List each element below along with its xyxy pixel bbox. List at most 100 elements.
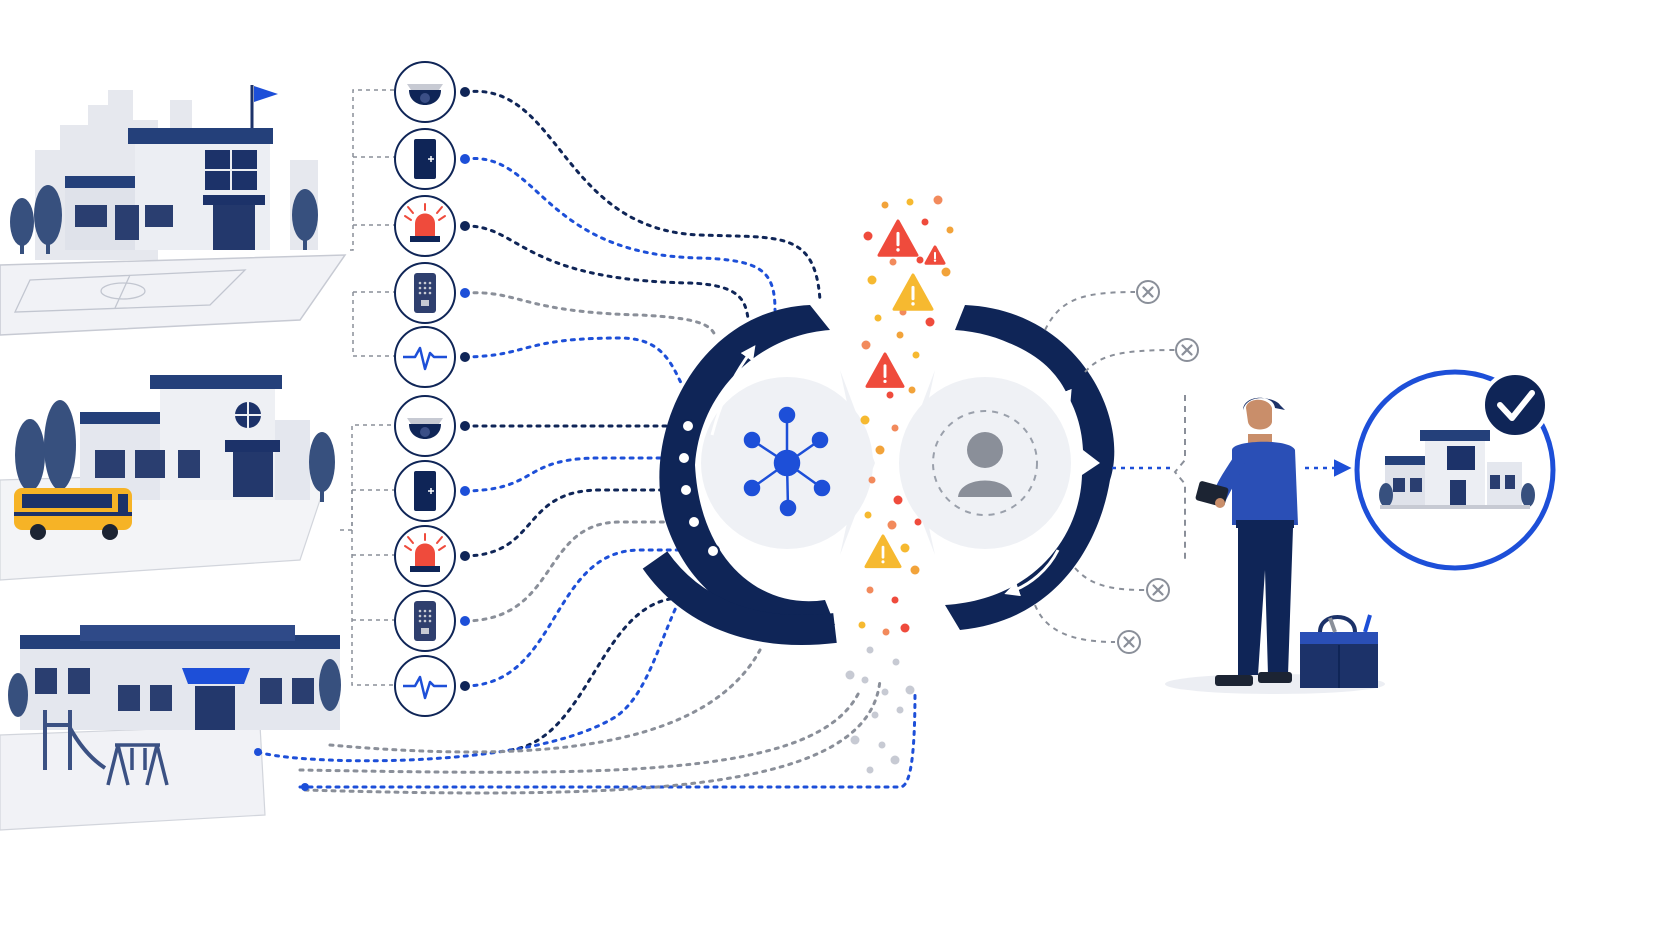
- noise-dot: [900, 543, 910, 553]
- noise-dot: [914, 518, 922, 526]
- court-lines: [13, 269, 247, 313]
- noise-dot: [941, 267, 951, 277]
- rejected-output-lines: [1034, 291, 1176, 643]
- intercom-panel-icon: [414, 601, 436, 641]
- device-port-dot: [460, 421, 470, 431]
- close-icon: [1117, 630, 1141, 654]
- network-hub-icon: [743, 406, 831, 517]
- noise-dot: [866, 646, 874, 654]
- flag-icon: [254, 86, 278, 102]
- close-icon: [1136, 280, 1160, 304]
- door-access-icon: [414, 139, 436, 179]
- device-port-dot: [460, 87, 470, 97]
- warning-icon: [924, 245, 946, 265]
- gap-warnings: [864, 219, 946, 569]
- noise-dot: [858, 621, 866, 629]
- sensor-pulse-icon: [403, 346, 447, 371]
- noise-dot: [866, 586, 874, 594]
- noise-dot: [908, 386, 916, 394]
- trees: [10, 185, 318, 254]
- basketball-court: [0, 254, 347, 336]
- noise-dot: [921, 218, 929, 226]
- right-hub: [899, 305, 1115, 630]
- noise-dot: [875, 445, 885, 455]
- device-node: [394, 655, 470, 717]
- trees: [8, 659, 341, 717]
- site-school-flag: [0, 85, 347, 336]
- device-port-dot: [460, 551, 470, 561]
- hub-port-dots: [677, 419, 720, 558]
- noise-dot: [896, 331, 904, 339]
- warning-icon: [877, 219, 919, 257]
- site-bracket-lines: [340, 89, 395, 686]
- playground-swing-icon: [106, 743, 169, 786]
- noise-dot: [861, 340, 871, 350]
- noise-dot: [882, 628, 890, 636]
- noise-dot: [881, 688, 889, 696]
- noise-dot: [871, 711, 879, 719]
- noise-dot: [863, 231, 873, 241]
- output-path: [1112, 395, 1352, 560]
- technician-with-tablet-icon: [1165, 397, 1385, 694]
- device-port-dot: [460, 288, 470, 298]
- device-port-dot: [460, 616, 470, 626]
- device-node: [394, 195, 470, 257]
- close-icon: [1175, 338, 1199, 362]
- noise-dot: [896, 706, 904, 714]
- device-node: [394, 525, 470, 587]
- door-access-icon: [414, 471, 436, 511]
- device-node: [394, 460, 470, 522]
- sensor-pulse-icon: [403, 675, 447, 700]
- camera-icon: [407, 418, 443, 439]
- noise-dot: [890, 755, 900, 765]
- toolbox-icon: [1300, 614, 1378, 688]
- noise-dot: [866, 766, 874, 774]
- noise-dot: [891, 596, 899, 604]
- trees: [15, 400, 335, 503]
- noise-dot: [850, 735, 860, 745]
- site-school-bus: [0, 375, 335, 581]
- device-node: [394, 590, 470, 652]
- noise-dot: [900, 623, 910, 633]
- noise-dot: [878, 741, 886, 749]
- device-connection-lines: [256, 89, 917, 795]
- noise-dot: [905, 685, 915, 695]
- gap-noise-dots: [845, 195, 954, 774]
- user-placeholder-icon: [958, 432, 1012, 497]
- noise-dot: [946, 226, 954, 234]
- site-school-playground: [0, 625, 341, 831]
- noise-dot: [868, 476, 876, 484]
- connection-endpoint-dots: [254, 748, 309, 791]
- device-node: [394, 395, 470, 457]
- playground-slide-icon: [43, 710, 107, 770]
- warning-icon: [892, 273, 934, 311]
- warning-icon: [865, 352, 905, 388]
- alarm-beacon-icon: [404, 533, 446, 572]
- noise-dot: [860, 415, 870, 425]
- noise-dot: [864, 511, 872, 519]
- noise-dot: [887, 520, 897, 530]
- noise-dot: [893, 495, 903, 505]
- warning-icon: [864, 534, 902, 569]
- rejected-outputs: [1117, 280, 1199, 654]
- noise-dot: [867, 275, 877, 285]
- alarm-beacon-icon: [404, 203, 446, 242]
- intercom-panel-icon: [414, 273, 436, 313]
- camera-icon: [407, 84, 443, 105]
- noise-dot: [845, 670, 855, 680]
- close-icon: [1146, 578, 1170, 602]
- device-port-dot: [460, 681, 470, 691]
- device-node: [394, 128, 470, 190]
- noise-dot: [889, 258, 897, 266]
- school-bus-icon: [14, 488, 132, 540]
- noise-dot: [916, 256, 924, 264]
- noise-dot: [874, 314, 882, 322]
- noise-dot: [861, 676, 869, 684]
- device-node: [394, 326, 470, 388]
- left-hub: [642, 305, 875, 646]
- device-stacks: [394, 61, 470, 717]
- noise-dot: [910, 565, 920, 575]
- device-port-dot: [460, 154, 470, 164]
